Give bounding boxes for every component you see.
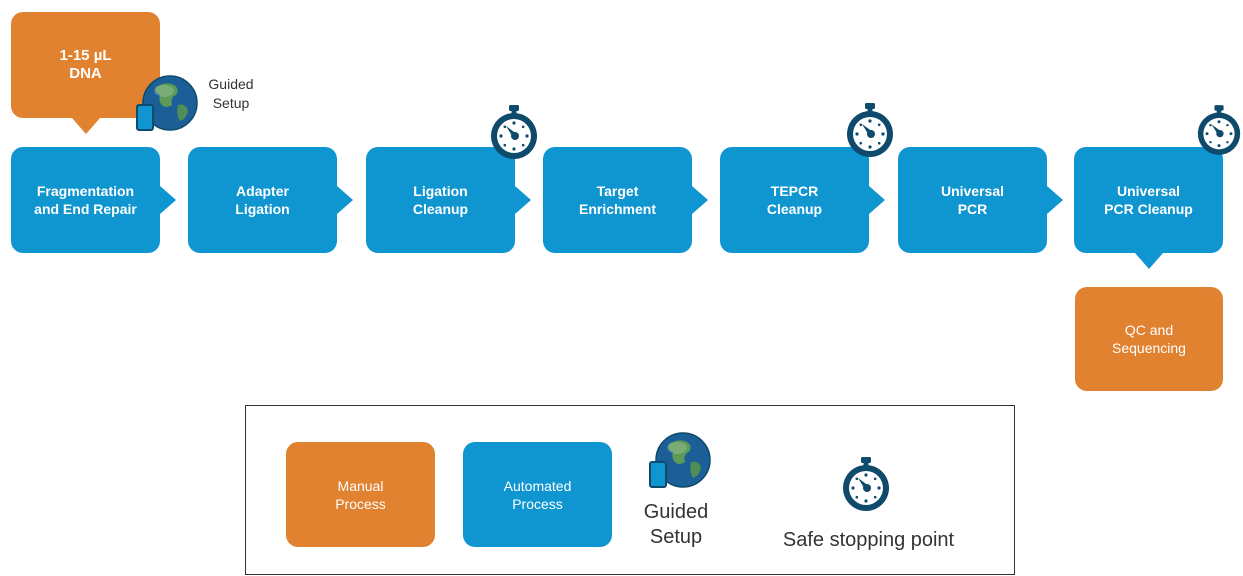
step-label-line2: PCR Cleanup (1104, 201, 1193, 217)
globe-tablet-icon (649, 432, 711, 494)
legend-automated-line2: Process (512, 495, 563, 512)
step-label-line2: PCR (957, 201, 988, 217)
step-universal-pcr-cleanup: Universal PCR Cleanup (1074, 147, 1223, 253)
step-adapter-ligation: Adapter Ligation (188, 147, 337, 253)
step-label-line2: and End Repair (34, 201, 137, 217)
globe-tablet-icon (136, 75, 198, 137)
flow-arrow (692, 186, 708, 214)
step-label-line1: Universal (940, 183, 1005, 199)
flow-arrow (1047, 186, 1063, 214)
step-label-line1: Ligation (413, 183, 468, 199)
stopwatch-icon (489, 104, 539, 160)
step-label-line2: Enrichment (578, 201, 656, 217)
legend-automated-swatch: Automated Process (463, 442, 612, 547)
legend-manual-line2: Process (335, 495, 386, 512)
flow-arrow (515, 186, 531, 214)
step-label-line1: Universal (1116, 183, 1181, 199)
input-down-arrow (72, 118, 100, 134)
legend-automated-line1: Automated (503, 477, 572, 494)
step-label-line2: Ligation (235, 201, 290, 217)
output-line1: QC and (1124, 322, 1174, 338)
step-label-line1: Adapter (236, 183, 289, 199)
stopwatch-icon (1196, 102, 1242, 158)
legend-safe-stop-label: Safe stopping point (782, 529, 955, 551)
legend-manual-swatch: Manual Process (286, 442, 435, 547)
legend-guided-label: Guided Setup (643, 501, 709, 548)
stopwatch-icon (841, 456, 891, 512)
guided-setup-label: Guided Setup (208, 76, 254, 111)
step-ligation-cleanup: Ligation Cleanup (366, 147, 515, 253)
flow-arrow (337, 186, 353, 214)
step-label-line1: TEPCR (770, 183, 819, 199)
step-tepcr-cleanup: TEPCR Cleanup (720, 147, 869, 253)
step-fragmentation-end-repair: Fragmentation and End Repair (11, 147, 160, 253)
step-label-line1: Fragmentation (36, 183, 135, 199)
input-line1: 1-15 µL (59, 47, 112, 64)
output-qc-sequencing-box: QC and Sequencing (1075, 287, 1223, 391)
output-line2: Sequencing (1112, 340, 1186, 356)
flow-arrow (869, 186, 885, 214)
step-label-line2: Cleanup (412, 201, 469, 217)
step-universal-pcr: Universal PCR (898, 147, 1047, 253)
step-label-line1: Target (596, 183, 639, 199)
legend: Manual Process Automated Process Guided … (245, 405, 1015, 575)
step-label-line2: Cleanup (766, 201, 823, 217)
input-dna-box: 1-15 µL DNA (11, 12, 160, 118)
legend-manual-line1: Manual (337, 477, 384, 494)
step-target-enrichment: Target Enrichment (543, 147, 692, 253)
stopwatch-icon (845, 102, 895, 158)
input-line2: DNA (69, 65, 102, 82)
flow-arrow (160, 186, 176, 214)
flow-down-arrow (1135, 253, 1163, 269)
